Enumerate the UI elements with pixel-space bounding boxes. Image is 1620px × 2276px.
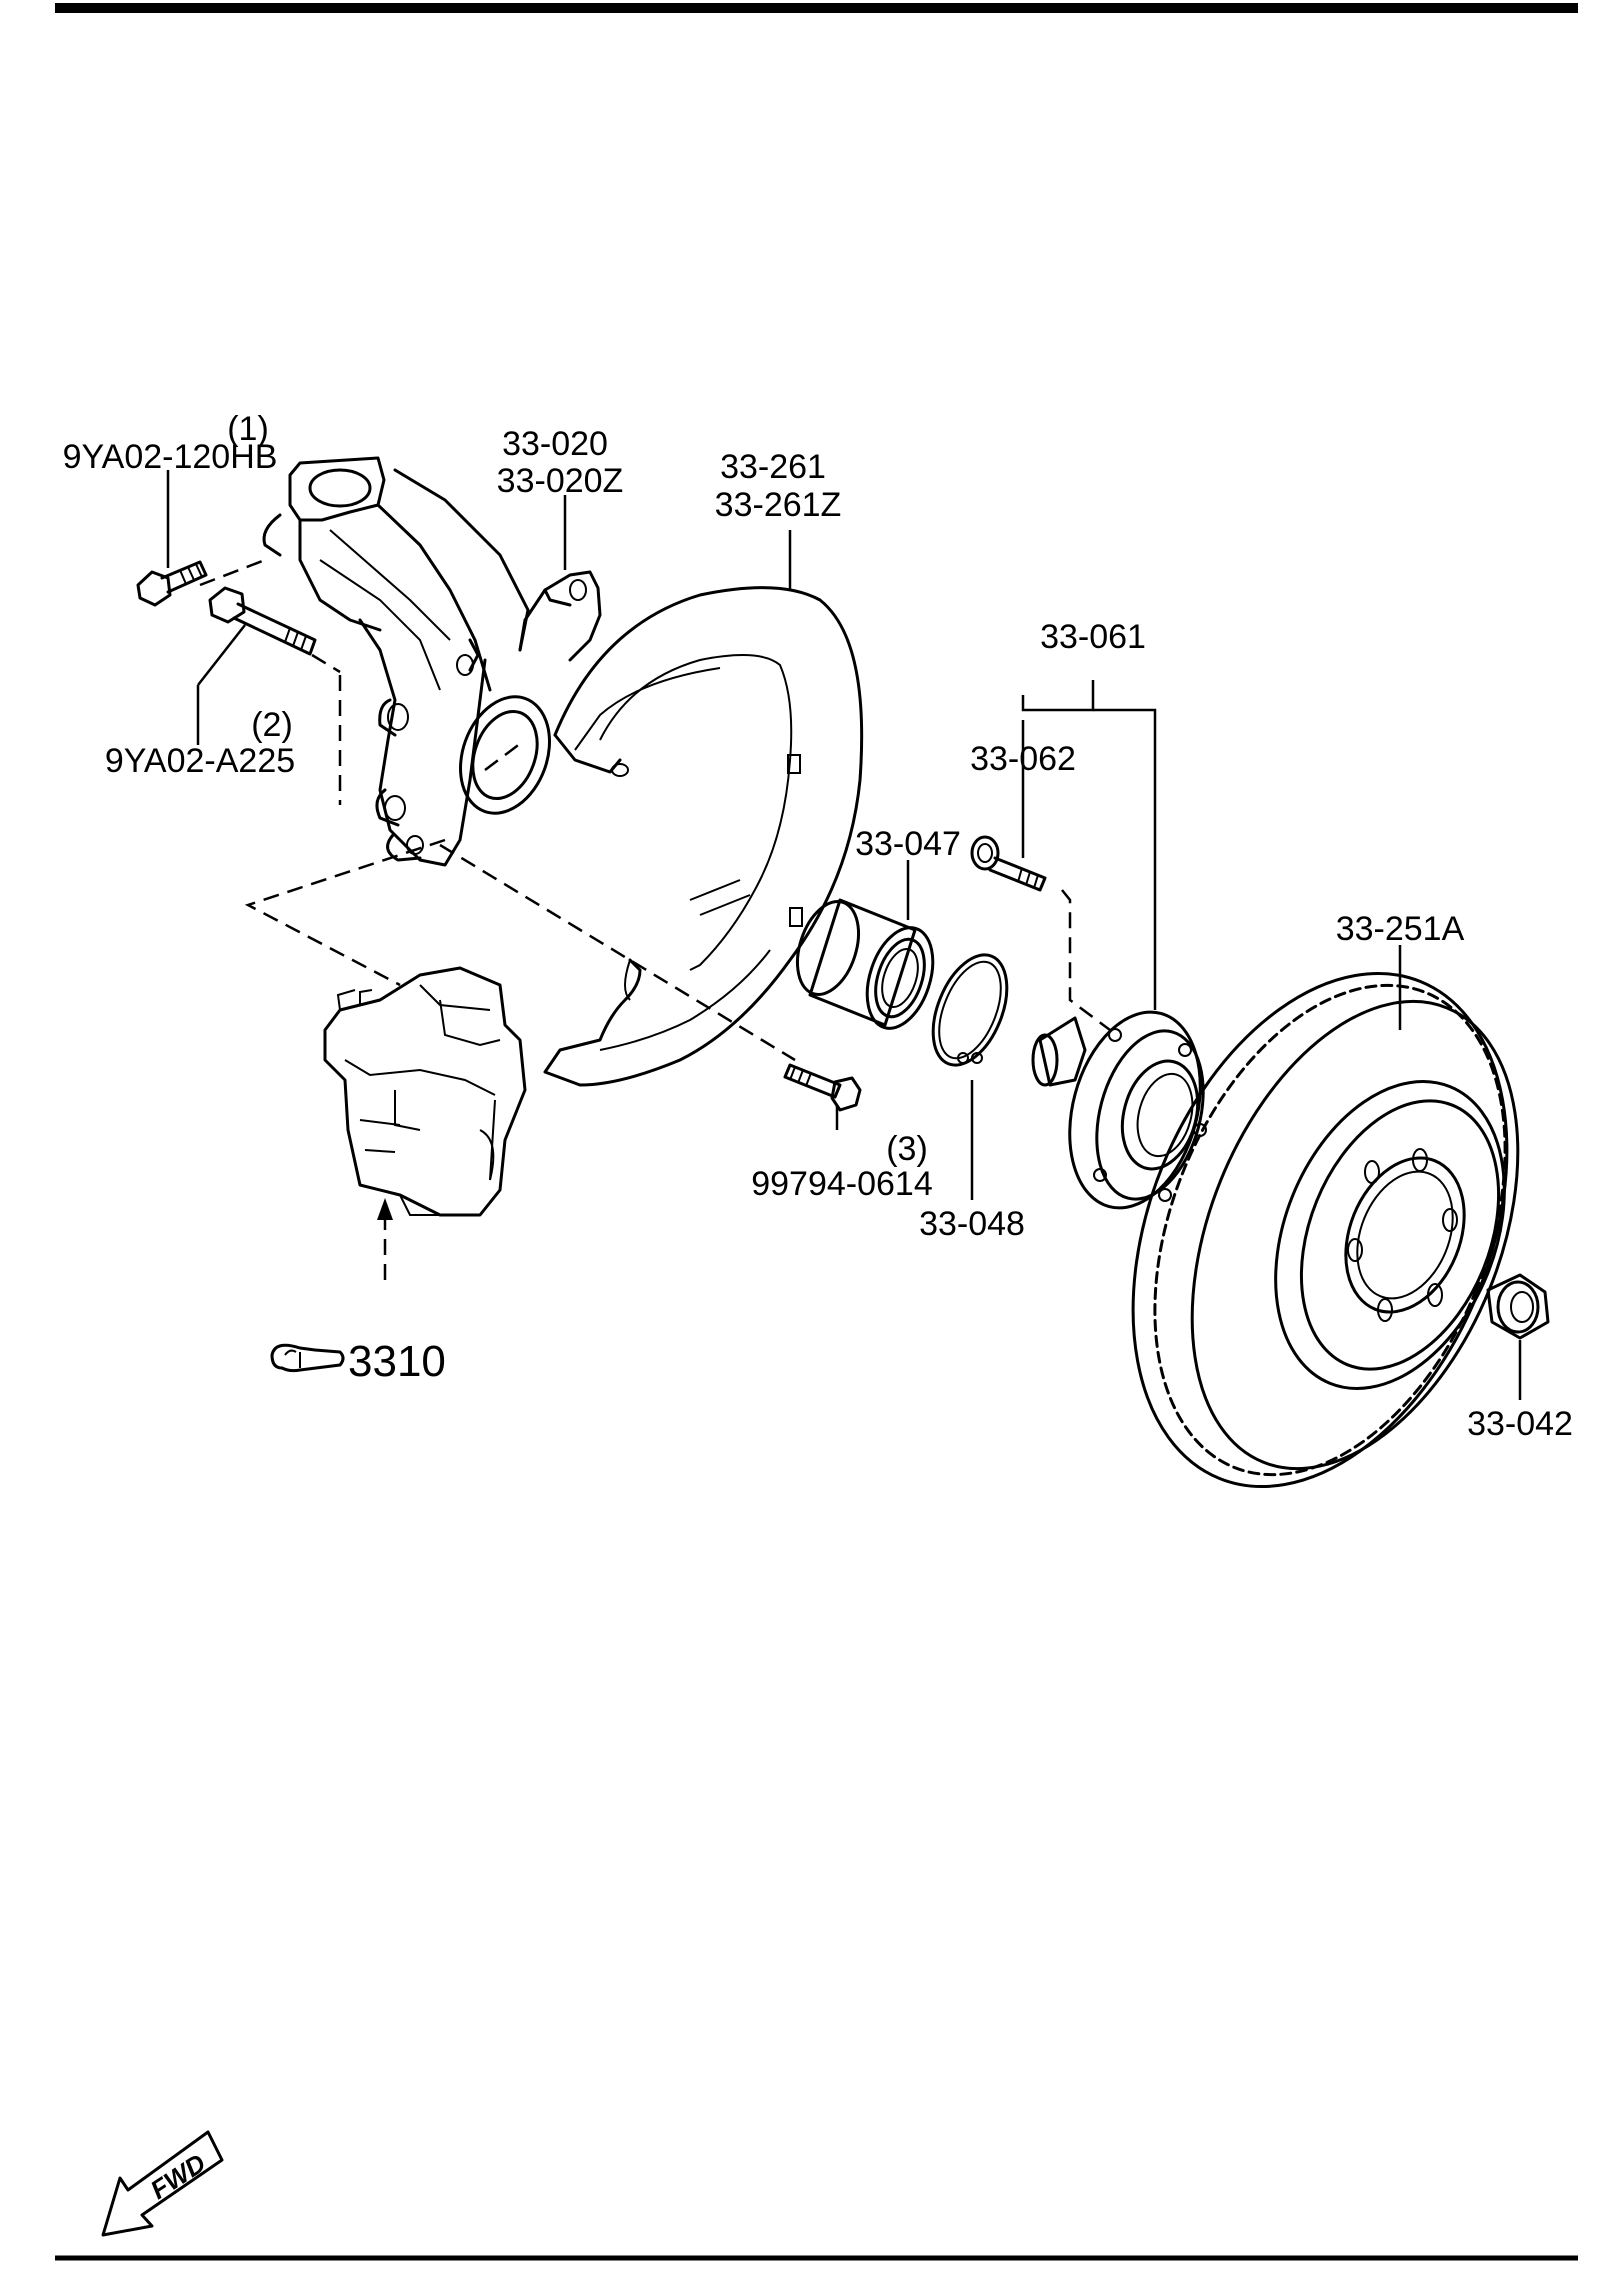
- bolt-3-part-label[interactable]: 99794-0614: [751, 1165, 933, 1203]
- fwd-label: FWD: [145, 2148, 211, 2206]
- wheel-bearing[interactable]: [787, 894, 945, 1037]
- leader-lines: [166, 470, 1522, 1400]
- callout-labels: (1) 9YA02-120HB (2) 9YA02-A225 33-020 33…: [63, 410, 1573, 1443]
- caliper-arrow-head: [377, 1198, 393, 1220]
- forward-arrow-icon: FWD: [101, 2130, 224, 2237]
- steering-knuckle[interactable]: [262, 456, 602, 867]
- bolt-2-qty-label: (2): [251, 706, 293, 744]
- bolt-1-part-label[interactable]: 9YA02-120HB: [63, 438, 278, 476]
- bolt-2-part-label[interactable]: 9YA02-A225: [105, 742, 295, 780]
- hub-assembly-part-label[interactable]: 33-061: [1040, 618, 1146, 656]
- dust-shield[interactable]: [543, 586, 864, 1087]
- bolt-1-qty-label: (1): [227, 410, 269, 448]
- disc-part-label[interactable]: 33-251A: [1336, 910, 1465, 948]
- knuckle-part-label-b[interactable]: 33-020Z: [497, 462, 624, 500]
- dust-shield-part-label-a[interactable]: 33-261: [720, 448, 826, 486]
- wheel-hub[interactable]: [1031, 997, 1221, 1222]
- assembly-guide-lines: [199, 558, 1111, 1280]
- knuckle-part-label-a[interactable]: 33-020: [502, 425, 608, 463]
- nut-part-label[interactable]: 33-042: [1467, 1405, 1573, 1443]
- hub-nut[interactable]: [1486, 1273, 1550, 1340]
- hub-bolt-part-label[interactable]: 33-062: [970, 740, 1076, 778]
- caliper-reference[interactable]: 3310: [270, 1337, 446, 1386]
- brake-caliper[interactable]: [323, 966, 527, 1217]
- bolt-3-qty-label: (3): [886, 1130, 928, 1168]
- bolt-3[interactable]: [783, 1063, 862, 1112]
- bolt-2[interactable]: [208, 586, 317, 656]
- caliper-reference-label[interactable]: 3310: [348, 1337, 446, 1386]
- snap-ring[interactable]: [919, 944, 1022, 1076]
- dust-shield-part-label-b[interactable]: 33-261Z: [715, 486, 842, 524]
- brake-disc[interactable]: [1062, 918, 1581, 1542]
- hub-bolt[interactable]: [970, 835, 1047, 892]
- bearing-part-label[interactable]: 33-047: [855, 825, 961, 863]
- bolt-1[interactable]: [136, 560, 208, 607]
- pointing-hand-icon: [270, 1343, 345, 1373]
- snap-ring-part-label[interactable]: 33-048: [919, 1205, 1025, 1243]
